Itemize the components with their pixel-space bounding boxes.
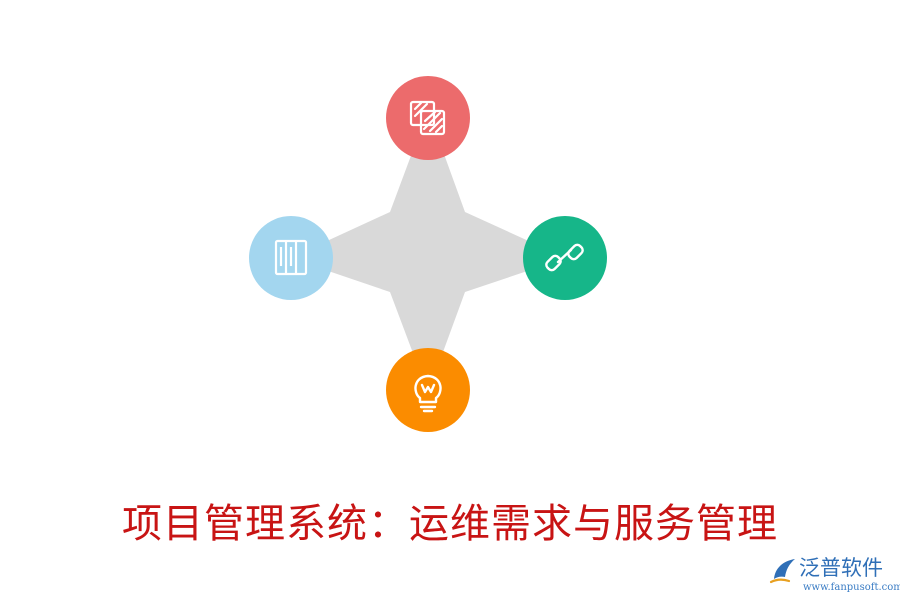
star-shape xyxy=(290,110,566,393)
node-right xyxy=(523,216,607,300)
brand-watermark: 泛普软件 www.fanpusoft.com xyxy=(768,553,900,597)
node-bottom xyxy=(386,348,470,432)
brand-url: www.fanpusoft.com xyxy=(803,582,900,593)
columns-icon xyxy=(274,239,308,276)
lightbulb-icon xyxy=(414,374,442,413)
layers-icon xyxy=(409,100,446,136)
diagram-title: 项目管理系统：运维需求与服务管理 xyxy=(122,501,778,547)
brand-name: 泛普软件 xyxy=(799,556,883,580)
node-left xyxy=(249,216,333,300)
node-right-circle xyxy=(523,216,607,300)
link-icon xyxy=(545,243,584,272)
four-point-star-diagram xyxy=(249,76,607,432)
node-bottom-circle xyxy=(386,348,470,432)
node-top xyxy=(386,76,470,160)
brand-logo-icon xyxy=(769,559,795,584)
